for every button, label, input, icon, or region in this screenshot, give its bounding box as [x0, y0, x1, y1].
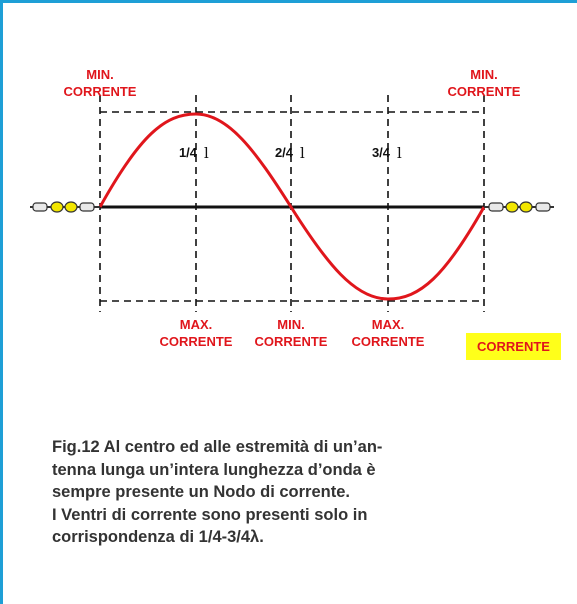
bottom-label-1-line1: MAX. — [180, 317, 213, 332]
caption-line: tenna lunga un’intera lunghezza d’onda è — [52, 460, 376, 479]
caption-line: sempre presente un Nodo di corrente. — [52, 483, 350, 501]
top-right-label-line2: CORRENTE — [448, 84, 521, 99]
quarter-3-lambda: l — [397, 144, 402, 162]
bottom-label-2-line2: CORRENTE — [255, 334, 328, 349]
legend-corrente: CORRENTE — [466, 333, 561, 360]
bottom-label-2-line1: MIN. — [277, 317, 304, 332]
left-insulator-icon — [30, 201, 100, 213]
quarter-1-label: 1/4 — [179, 145, 198, 160]
caption-line: corrispondenza di 1/4-3/4λ. — [52, 528, 264, 546]
caption-line: Fig.12 Al centro ed alle estremità di un… — [52, 438, 383, 456]
top-left-label-line1: MIN. — [86, 67, 113, 82]
bottom-label-3-line1: MAX. — [372, 317, 405, 332]
figure-caption: Fig.12 Al centro ed alle estremità di un… — [52, 436, 520, 549]
quarter-1-lambda: l — [204, 144, 209, 162]
bottom-label-3-line2: CORRENTE — [352, 334, 425, 349]
top-right-label-line1: MIN. — [470, 67, 497, 82]
quarter-3-label: 3/4 — [372, 145, 391, 160]
caption-line: I Ventri di corrente sono presenti solo … — [52, 505, 368, 524]
right-insulator-icon — [484, 201, 554, 213]
quarter-2-label: 2/4 — [275, 145, 294, 160]
current-wave — [98, 112, 486, 301]
bottom-label-1-line2: CORRENTE — [160, 334, 233, 349]
quarter-2-lambda: l — [300, 144, 305, 162]
top-left-label-line2: CORRENTE — [64, 84, 137, 99]
